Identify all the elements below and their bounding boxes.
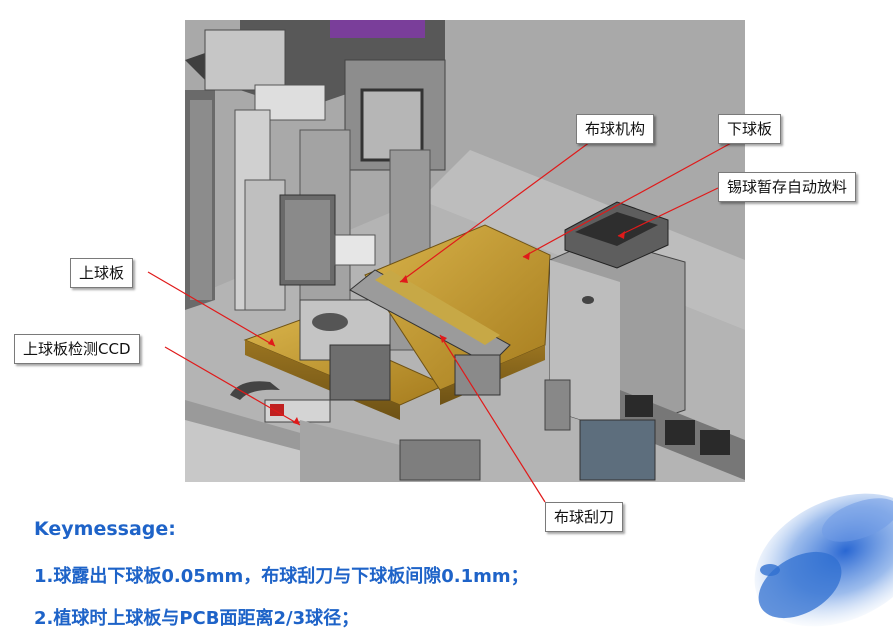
callout-label: 布球机构 <box>585 120 646 138</box>
keymessage-line-1: 1.球露出下球板0.05mm，布球刮刀与下球板间隙0.1mm； <box>34 566 529 587</box>
leader-line-ccd <box>164 346 301 426</box>
paint-splash <box>754 493 893 627</box>
callout-label: 下球板 <box>727 120 773 138</box>
keymessage-title: Keymessage: <box>34 518 176 540</box>
keymessage-line-2: 2.植球时上球板与PCB面距离2/3球径； <box>34 608 360 629</box>
leader-line-xqb <box>522 141 734 258</box>
callout-label: 上球板 <box>79 264 125 282</box>
callout-upper-ball-plate: 上球板 <box>70 258 134 288</box>
leader-line-bqjg <box>399 141 591 283</box>
upper-ball-plate <box>243 299 447 420</box>
leader-line-sqb <box>147 271 276 347</box>
ball-scraper-frame <box>349 269 511 396</box>
callout-lower-ball-plate: 下球板 <box>718 114 782 144</box>
leader-lines <box>147 141 734 503</box>
leader-line-xqzc <box>617 187 719 237</box>
ball-storage-tower <box>544 201 686 433</box>
ccd-camera-bar <box>230 381 481 482</box>
right-rail <box>579 390 745 481</box>
top-gantry <box>204 20 446 171</box>
callout-label: 上球板检测CCD <box>23 340 131 358</box>
callout-ball-laying-mechanism: 布球机构 <box>576 114 655 144</box>
callout-label: 锡球暂存自动放料 <box>727 178 848 196</box>
vertical-column <box>234 109 431 351</box>
callout-upper-plate-ccd: 上球板检测CCD <box>14 334 140 364</box>
callout-label: 布球刮刀 <box>554 508 615 526</box>
callout-ball-scraper: 布球刮刀 <box>545 502 624 532</box>
leader-line-gd <box>439 334 546 503</box>
callout-ball-storage-auto-feed: 锡球暂存自动放料 <box>718 172 857 202</box>
